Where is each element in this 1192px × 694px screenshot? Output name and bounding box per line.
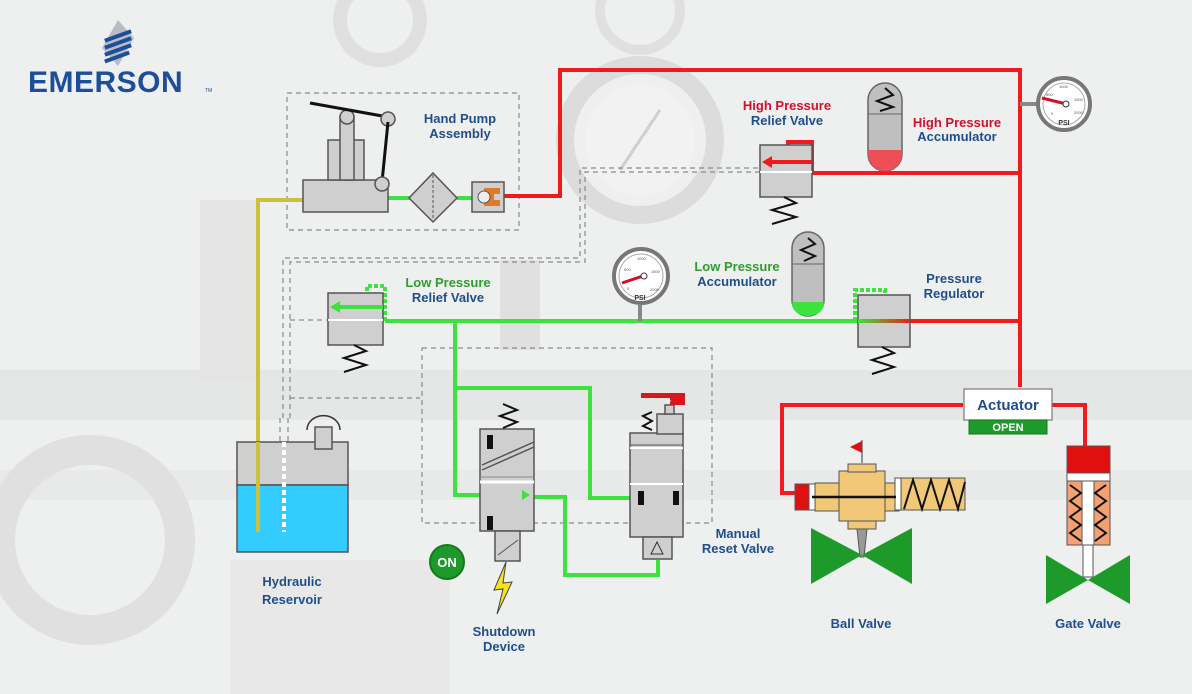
gauge-needle [1041, 96, 1067, 106]
shutdown-label-2: Device [483, 639, 525, 654]
reset-valve-supply-line [455, 386, 640, 500]
position-flag-icon [850, 441, 862, 453]
gauge-tick: 1500 [1074, 97, 1084, 102]
gauge-tick: 0 [627, 286, 630, 291]
pressure-regulator[interactable] [857, 294, 911, 375]
gate-valve[interactable] [1046, 445, 1130, 604]
gauge-tick: 2000 [650, 287, 660, 292]
actuator-box[interactable]: Actuator OPEN [963, 388, 1053, 435]
hydraulic-reservoir[interactable] [236, 414, 349, 553]
gauge-tick: 1000 [637, 256, 647, 261]
reservoir-label-2: Reservoir [262, 592, 322, 607]
hand-pump-label-1: Hand Pump [424, 111, 496, 126]
low-pressure-gauge: 0 500 1000 1500 2000 PSI [612, 247, 670, 321]
gate-valve-supply-line [1052, 403, 1087, 448]
return-line-outer-2 [282, 167, 760, 418]
shutdown-label-1: Shutdown [473, 624, 536, 639]
supply-line [256, 198, 303, 530]
reset-label-2: Reset Valve [702, 541, 774, 556]
actuator-status: OPEN [992, 422, 1023, 434]
reservoir-label-1: Hydraulic [262, 574, 321, 589]
gauge-tick: 2000 [1074, 110, 1084, 115]
low-pressure-accumulator[interactable] [791, 231, 825, 317]
shutdown-to-reset-line [530, 495, 660, 577]
lp-relief-label-2: Relief Valve [412, 290, 484, 305]
emerson-wordmark: EMERSON [28, 66, 183, 99]
lightning-bolt-icon [493, 561, 513, 615]
ball-valve-supply-line [780, 403, 963, 495]
shutdown-valve[interactable] [479, 403, 535, 562]
emerson-logo: EMERSON TM [28, 20, 212, 99]
hp-relief-label-1: High Pressure [743, 98, 831, 113]
high-pressure-gauge: 0 500 1000 1500 2000 PSI [1020, 76, 1092, 132]
lp-accumulator-label-2: Accumulator [697, 274, 776, 289]
gauge-tick: 500 [624, 267, 631, 272]
shutdown-status: ON [437, 555, 457, 570]
hp-accumulator-label-2: Accumulator [917, 129, 996, 144]
low-pressure-relief-valve[interactable] [327, 292, 384, 373]
high-pressure-main-line [500, 68, 1022, 387]
emerson-logo-mark [102, 20, 134, 66]
gate-valve-label: Gate Valve [1055, 616, 1121, 631]
actuator-label: Actuator [977, 397, 1039, 414]
hand-pump-boundary [286, 92, 520, 231]
ball-valve-label: Ball Valve [831, 616, 892, 631]
high-pressure-relief-valve[interactable] [759, 144, 813, 225]
hand-pump[interactable] [302, 101, 396, 213]
high-pressure-accumulator[interactable] [867, 82, 903, 172]
reset-label-1: Manual [716, 526, 761, 541]
lp-relief-label-1: Low Pressure [405, 275, 490, 290]
gauge-unit: PSI [634, 295, 645, 302]
gauge-tick: 1500 [651, 269, 661, 274]
reset-lever[interactable] [641, 393, 685, 405]
gauge-tick: 500 [1046, 92, 1053, 97]
shutdown-boundary [421, 347, 713, 524]
pump-handle[interactable] [309, 101, 389, 119]
regulator-label-2: Regulator [924, 286, 985, 301]
gauge-tick: 0 [1051, 111, 1054, 116]
gauge-unit: PSI [1058, 120, 1069, 127]
ball-valve[interactable] [794, 440, 966, 584]
on-status-badge: ON [429, 544, 465, 580]
regulator-label-1: Pressure [926, 271, 982, 286]
check-valve [471, 181, 505, 213]
manual-reset-valve[interactable] [629, 393, 685, 560]
lp-accumulator-label-1: Low Pressure [694, 259, 779, 274]
filter [407, 171, 459, 224]
trademark-mark: TM [205, 88, 212, 94]
hand-pump-label-2: Assembly [429, 126, 491, 141]
return-line-outer [289, 171, 760, 418]
hp-accumulator-label-1: High Pressure [913, 115, 1001, 130]
hp-relief-label-2: Relief Valve [751, 113, 823, 128]
gauge-tick: 1000 [1059, 84, 1069, 89]
